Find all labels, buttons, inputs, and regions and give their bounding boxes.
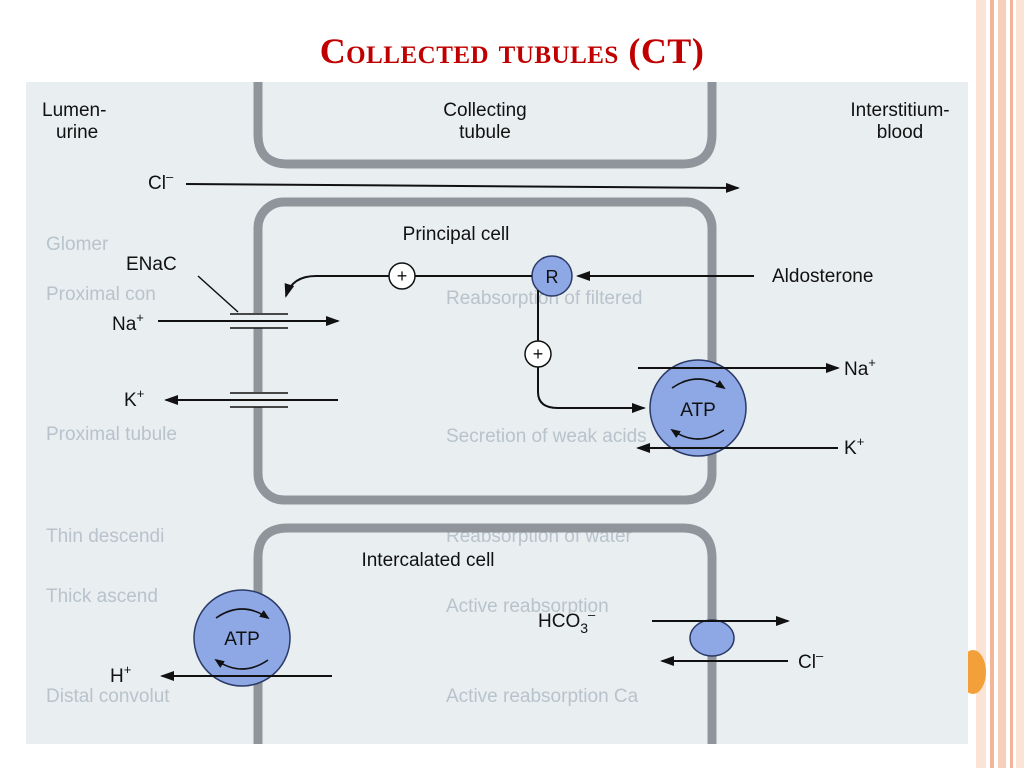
svg-text:Distal convolut: Distal convolut bbox=[46, 686, 170, 707]
svg-text:Reabsorption of filtered: Reabsorption of filtered bbox=[446, 288, 642, 309]
plus-to-enac-arrow bbox=[284, 275, 389, 298]
potassium-in-label: K+ bbox=[844, 434, 864, 459]
bicarbonate-chloride-exchanger bbox=[689, 619, 735, 657]
svg-text:Thick ascend: Thick ascend bbox=[46, 586, 158, 607]
svg-text:Active reabsorption: Active reabsorption bbox=[446, 596, 609, 617]
proton-atpase-cycle-bottom bbox=[214, 658, 269, 670]
principal-cell-wall bbox=[253, 197, 717, 505]
svg-text:Proximal tubule: Proximal tubule bbox=[46, 424, 177, 445]
atpase-label: ATP bbox=[680, 400, 716, 421]
svg-text:Glomer: Glomer bbox=[46, 234, 109, 255]
chloride-in-label: Cl– bbox=[798, 648, 824, 673]
receptor-label: R bbox=[546, 267, 559, 287]
svg-text:Secretion of weak acids: Secretion of weak acids bbox=[446, 426, 647, 447]
atpase-cycle-arrow-bottom bbox=[670, 428, 725, 440]
proton-atpase-label: ATP bbox=[224, 629, 260, 650]
svg-text:Active reabsorption Ca: Active reabsorption Ca bbox=[446, 686, 639, 707]
enac-pointer bbox=[197, 275, 239, 313]
plus-sign-lower: + bbox=[533, 344, 544, 364]
interstitium-label-line2: blood bbox=[877, 122, 924, 143]
sodium-in-label: Na+ bbox=[112, 310, 144, 335]
top-chloride-arrow bbox=[185, 182, 740, 193]
sodium-out-label: Na+ bbox=[844, 355, 876, 380]
plus-to-atp-arrow bbox=[537, 367, 646, 413]
tubule-diagram: Glomer Proximal con Reabsorption of filt… bbox=[26, 82, 968, 744]
interstitium-label-line1: Interstitium- bbox=[850, 100, 949, 121]
lumen-label-line1: Lumen- bbox=[42, 100, 106, 121]
svg-text:Proximal con: Proximal con bbox=[46, 284, 156, 305]
lumen-label-line2: urine bbox=[56, 122, 98, 143]
decorative-border bbox=[976, 0, 1024, 768]
principal-cell-title: Principal cell bbox=[403, 224, 510, 245]
intercalated-cell-title: Intercalated cell bbox=[361, 550, 494, 571]
aldosterone-label: Aldosterone bbox=[772, 266, 873, 287]
atpase-cycle-arrow-top bbox=[671, 378, 726, 390]
proton-atpase-cycle-top bbox=[215, 608, 270, 620]
plus-sign-upper: + bbox=[397, 266, 408, 286]
page-title: Collected tubules (CT) bbox=[319, 31, 705, 71]
intercalated-cell-wall bbox=[253, 523, 717, 744]
proton-out-label: H+ bbox=[110, 662, 131, 687]
potassium-out-label: K+ bbox=[124, 386, 144, 411]
tubule-label-line2: tubule bbox=[459, 122, 511, 143]
top-chloride-label: Cl– bbox=[148, 169, 174, 194]
background-watermark-text: Glomer Proximal con Reabsorption of filt… bbox=[26, 82, 968, 744]
tubule-label-line1: Collecting bbox=[443, 100, 526, 121]
svg-text:Thin descendi: Thin descendi bbox=[46, 526, 164, 547]
diagram-canvas: Glomer Proximal con Reabsorption of filt… bbox=[26, 82, 968, 744]
enac-label: ENaC bbox=[126, 254, 177, 275]
bicarbonate-label: HCO3– bbox=[538, 607, 596, 636]
top-tubule-wall bbox=[253, 82, 717, 169]
